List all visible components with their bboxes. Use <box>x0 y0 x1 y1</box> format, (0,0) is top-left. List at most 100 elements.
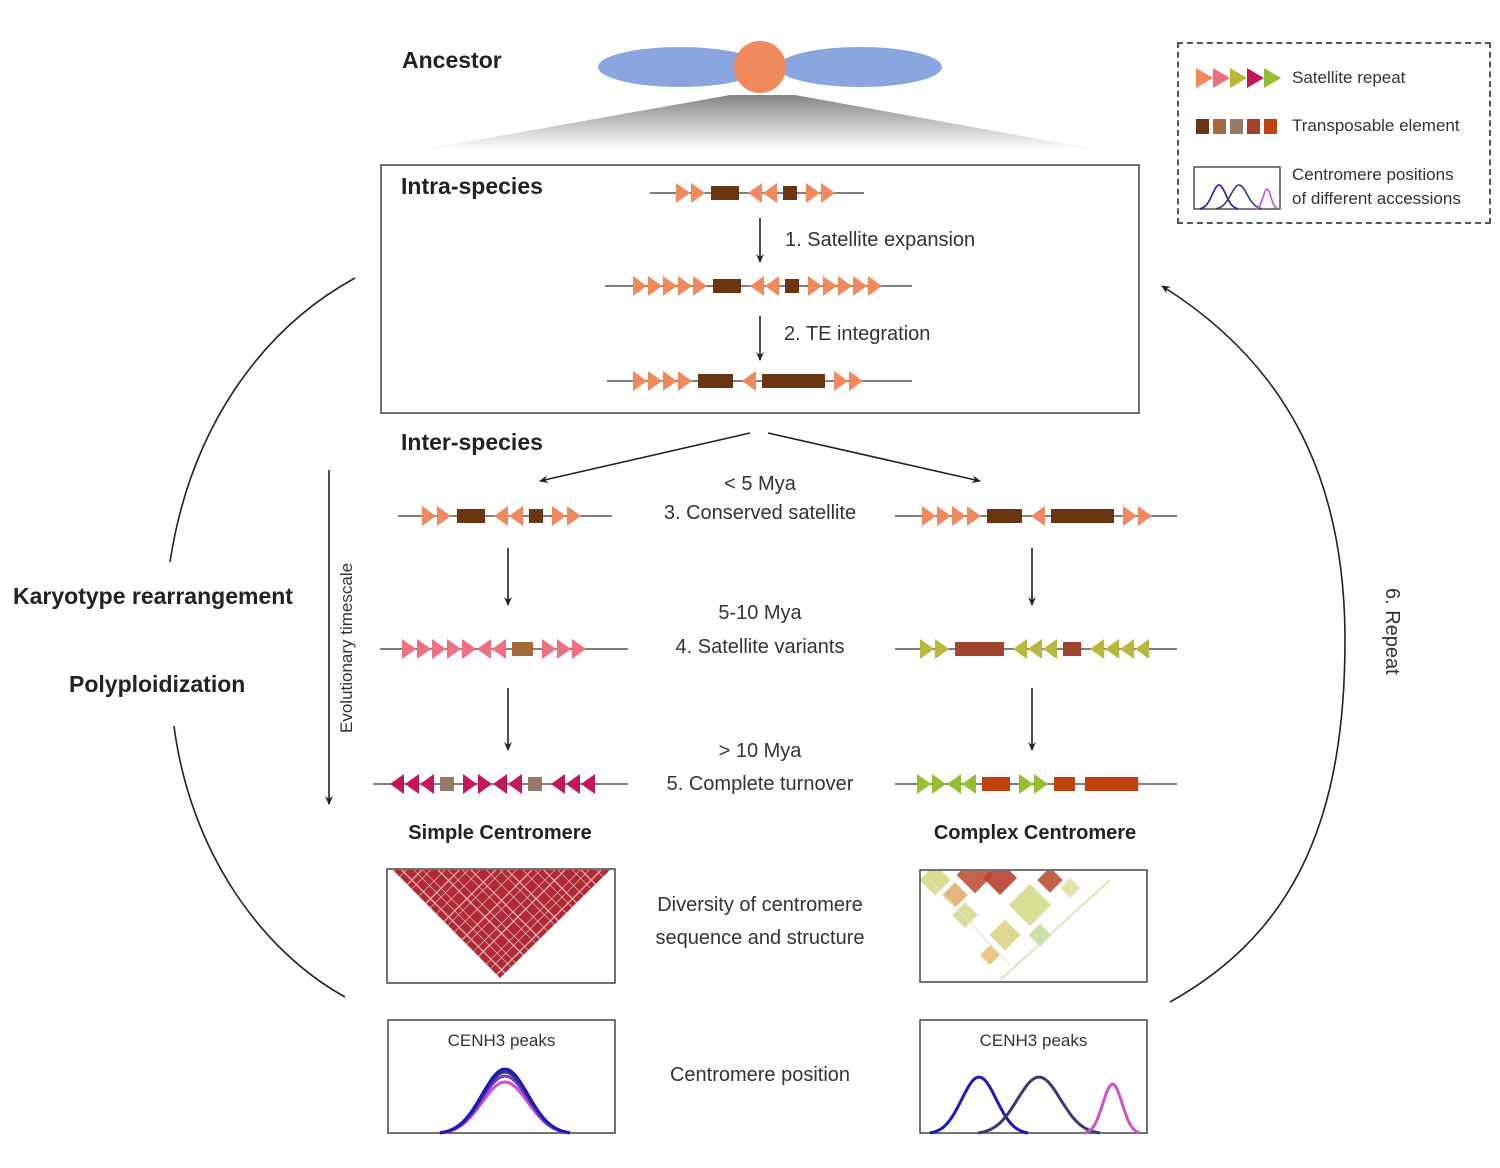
diversity-label-line2: sequence and structure <box>655 927 865 949</box>
step4-label: 4. Satellite variants <box>675 636 845 658</box>
satellite-repeat-forward <box>557 639 571 659</box>
satellite-repeat-forward <box>691 183 705 203</box>
heatmap-block <box>942 882 968 908</box>
diversity-label-line1: Diversity of centromere <box>657 894 863 916</box>
legend-te-swatch <box>1247 119 1260 134</box>
sequence-track-intra-2 <box>605 276 912 296</box>
intra-species-label: Intra-species <box>401 173 543 199</box>
simple-cenh3-label: CENH3 peaks <box>447 1031 556 1050</box>
satellite-repeat-reverse <box>1105 639 1120 659</box>
legend-centromere-label-1: Centromere positions <box>1292 165 1454 184</box>
heatmap-gridline <box>557 870 610 978</box>
satellite-repeat-forward <box>663 371 677 391</box>
heatmap-block <box>980 945 1000 965</box>
satellite-repeat-reverse <box>763 183 777 203</box>
legend-te-swatch <box>1196 119 1209 134</box>
satellite-repeat-forward <box>935 639 949 659</box>
step1-label: 1. Satellite expansion <box>785 229 976 251</box>
transposable-element <box>457 509 485 523</box>
satellite-repeat-reverse <box>566 774 580 794</box>
satellite-repeat-reverse <box>748 183 762 203</box>
satellite-repeat-reverse <box>509 506 523 526</box>
centromere-position-label: Centromere position <box>669 1064 851 1086</box>
satellite-repeat-forward <box>572 639 586 659</box>
satellite-repeat-forward <box>920 639 934 659</box>
satellite-repeat-reverse <box>477 639 491 659</box>
satellite-repeat-forward <box>821 183 835 203</box>
legend-satellite-swatch <box>1247 68 1264 88</box>
satellite-repeat-reverse <box>581 774 595 794</box>
chromosome-arm-left <box>598 47 762 87</box>
satellite-repeat-forward <box>808 276 822 296</box>
satellite-repeat-reverse <box>750 276 764 296</box>
repeat-arc <box>1161 285 1346 1003</box>
transposable-element <box>512 642 533 656</box>
satellite-repeat-reverse <box>1090 639 1105 659</box>
satellite-repeat-forward <box>663 276 677 296</box>
satellite-repeat-forward <box>823 276 837 296</box>
satellite-repeat-forward <box>422 506 436 526</box>
sequence-track-complex-5 <box>895 774 1177 794</box>
legend-te-swatch <box>1230 119 1243 134</box>
legend-te-swatch <box>1264 119 1277 134</box>
step3-time: < 5 Mya <box>724 473 796 495</box>
legend-satellite-swatch <box>1196 68 1213 88</box>
sequence-track-simple-4 <box>380 639 628 659</box>
heatmap-gridline <box>393 870 446 978</box>
heatmap-gridline <box>267 870 387 990</box>
satellite-repeat-reverse <box>1013 639 1027 659</box>
transposable-element <box>711 186 739 200</box>
satellite-repeat-forward <box>693 276 707 296</box>
satellite-repeat-forward <box>678 371 692 391</box>
heatmap-gridline <box>929 879 1011 966</box>
step5-label: 5. Complete turnover <box>666 773 854 795</box>
polyploidization-label: Polyploidization <box>69 671 246 697</box>
cenh3-peak <box>929 1075 1029 1135</box>
funnel-shadow <box>420 95 1100 150</box>
satellite-repeat-reverse <box>947 774 961 794</box>
transposable-element <box>1051 509 1114 523</box>
satellite-repeat-forward <box>868 276 882 296</box>
satellite-repeat-forward <box>967 506 981 526</box>
heatmap-block <box>952 902 978 928</box>
chromosome-arm-right <box>778 47 942 87</box>
satellite-repeat-forward <box>932 774 946 794</box>
satellite-repeat-forward <box>552 506 566 526</box>
satellite-repeat-forward <box>1138 506 1152 526</box>
intra-species-box <box>380 164 1140 414</box>
step5-time: > 10 Mya <box>718 740 802 762</box>
sequence-track-simple-3 <box>398 506 612 526</box>
satellite-repeat-forward <box>1019 774 1033 794</box>
satellite-repeat-forward <box>1034 774 1048 794</box>
satellite-repeat-reverse <box>492 639 506 659</box>
transposable-element <box>698 374 733 388</box>
sequence-track-intra-3 <box>607 371 912 391</box>
satellite-repeat-reverse <box>508 774 522 794</box>
step2-label: 2. TE integration <box>784 323 931 345</box>
complex-cenh3-label: CENH3 peaks <box>979 1031 1088 1050</box>
satellite-repeat-reverse <box>1031 506 1045 526</box>
satellite-repeat-forward <box>417 639 431 659</box>
cenh3-peak <box>977 1075 1101 1135</box>
satellite-repeat-forward <box>917 774 931 794</box>
inter-species-label: Inter-species <box>401 429 543 455</box>
satellite-repeat-reverse <box>1120 639 1135 659</box>
simple-heatmap <box>267 868 616 990</box>
satellite-repeat-forward <box>462 639 476 659</box>
legend-te-swatch <box>1213 119 1226 134</box>
legend-satellite-label: Satellite repeat <box>1292 68 1406 87</box>
satellite-repeat-forward <box>432 639 446 659</box>
satellite-repeat-forward <box>648 276 662 296</box>
arrow-diverge-right <box>767 432 981 484</box>
satellite-repeat-forward <box>952 506 966 526</box>
cenh3-peak <box>439 1067 571 1135</box>
arrow-diverge-left <box>539 432 751 484</box>
satellite-repeat-forward <box>633 371 647 391</box>
satellite-repeat-forward <box>402 639 416 659</box>
satellite-repeat-forward <box>806 183 820 203</box>
satellite-repeat-forward <box>1123 506 1137 526</box>
simple-cenh3-panel <box>387 1019 616 1135</box>
heatmap-block <box>956 871 994 894</box>
heatmap-gridline <box>999 879 1111 981</box>
left-arc-top <box>169 277 356 563</box>
